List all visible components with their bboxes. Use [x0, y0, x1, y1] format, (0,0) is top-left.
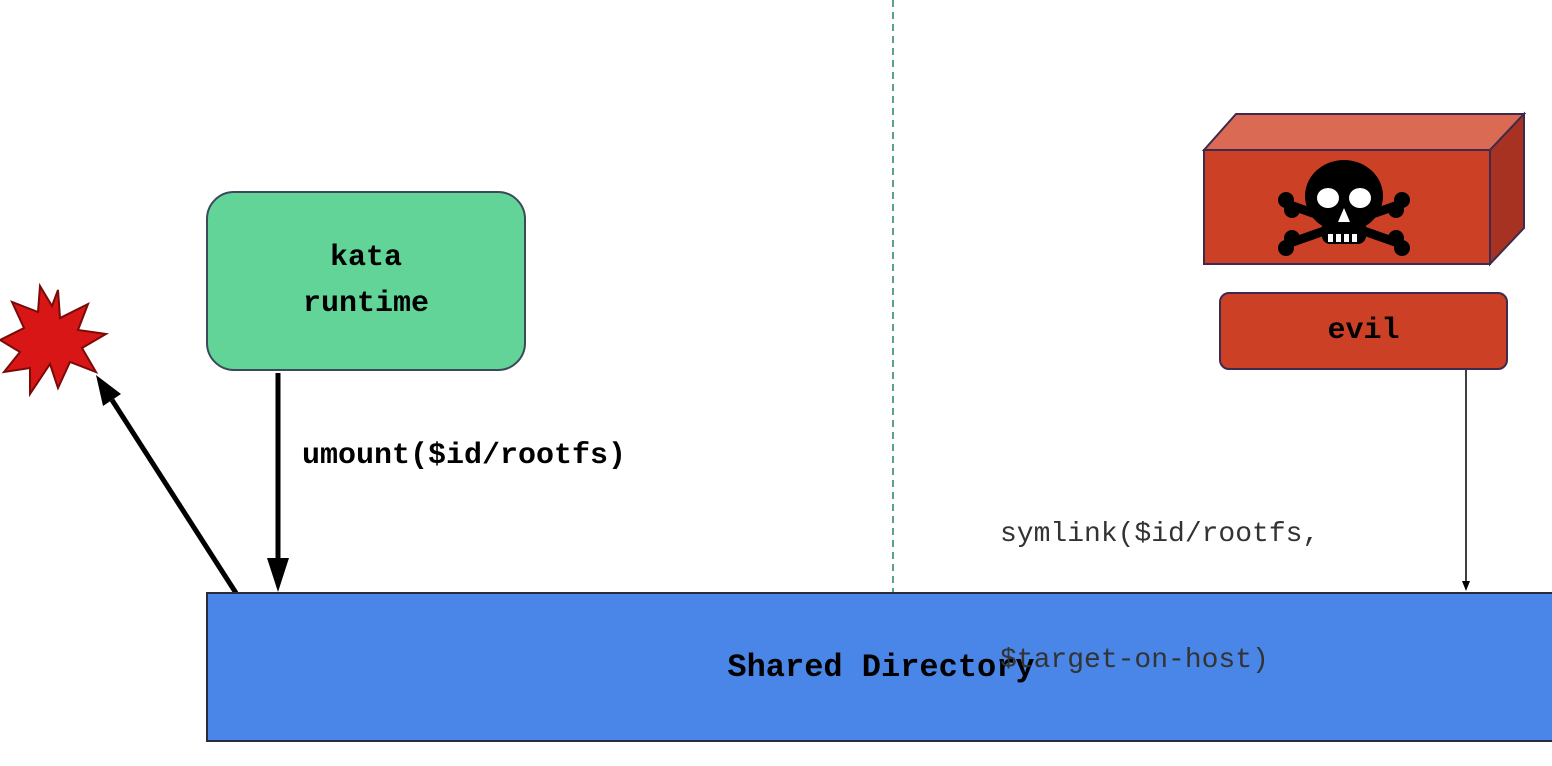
- symlink-label-line1: symlink($id/rootfs,: [1000, 519, 1320, 550]
- symlink-label: symlink($id/rootfs, $target-on-host): [1000, 430, 1319, 766]
- kata-runtime-node: kata runtime: [206, 191, 526, 371]
- shared-directory-node: Shared Directory: [206, 592, 1552, 742]
- diagram-graphics: [0, 0, 1527, 595]
- skull-crossbones-icon: [1278, 160, 1410, 256]
- umount-arrow: [267, 373, 289, 592]
- diagram-canvas: kata runtime evil Shared Directory umoun…: [0, 0, 1552, 742]
- shared-directory-label: Shared Directory: [727, 648, 1035, 686]
- kata-runtime-label-line1: kata: [329, 241, 402, 275]
- escape-arrow: [96, 375, 239, 595]
- evil-node: evil: [1219, 292, 1508, 370]
- kata-runtime-label-line2: runtime: [302, 287, 430, 321]
- evil-label: evil: [1327, 314, 1400, 348]
- symlink-label-line2: $target-on-host): [1000, 645, 1269, 676]
- explosion-icon: [0, 282, 109, 398]
- umount-label: umount($id/rootfs): [302, 439, 627, 473]
- symlink-arrow: [1462, 370, 1470, 591]
